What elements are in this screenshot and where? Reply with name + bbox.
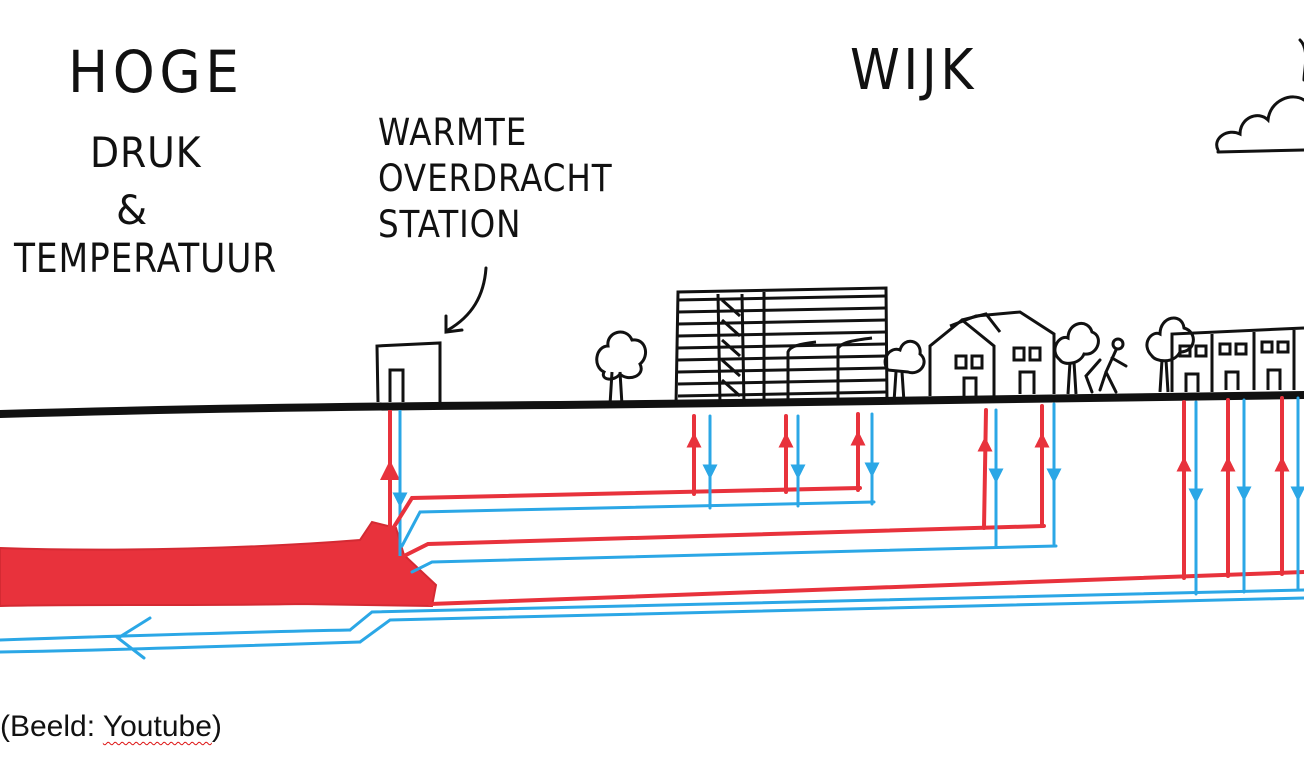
station-building [375, 341, 442, 403]
heat-network-diagram: HOGE DRUK & TEMPERATUUR WIJK WARMTE OVER… [0, 38, 1304, 660]
title-hoge: HOGE [68, 38, 244, 106]
title-wijk: WIJK [850, 38, 978, 103]
house-icon [928, 310, 1056, 396]
return-main-pipe [0, 588, 1304, 660]
station-label-line: OVERDRACHT [378, 157, 613, 200]
image-caption: (Beeld: Youtube) [0, 710, 222, 744]
station-label-line: WARMTE [378, 111, 528, 154]
station-label: WARMTE OVERDRACHT STATION [378, 110, 645, 248]
label-temperatuur: TEMPERATUUR [14, 236, 278, 282]
flow-arrows [686, 430, 1304, 504]
branch-office [390, 412, 876, 548]
cloud-icon [1215, 38, 1304, 154]
label-ampersand: & [116, 188, 149, 234]
label-druk: DRUK [90, 128, 202, 177]
street-lamp-icon [786, 336, 873, 404]
person-icon [1084, 337, 1128, 394]
supply-main-pipe [0, 520, 438, 608]
station-label-line: STATION [378, 203, 522, 246]
tree-icon [595, 330, 648, 406]
diagram-drawing [0, 38, 1304, 660]
caption-suffix: ) [211, 710, 222, 743]
office-building-icon [674, 286, 889, 406]
ground-line [0, 391, 1304, 418]
house-icon [1170, 326, 1304, 392]
tree-icon [1053, 322, 1100, 395]
caption-source: Youtube [102, 710, 212, 743]
tree-icon [883, 339, 926, 403]
arrow-icon [444, 266, 488, 334]
branch-houses [402, 402, 1058, 574]
caption-prefix: (Beeld: [0, 710, 103, 743]
